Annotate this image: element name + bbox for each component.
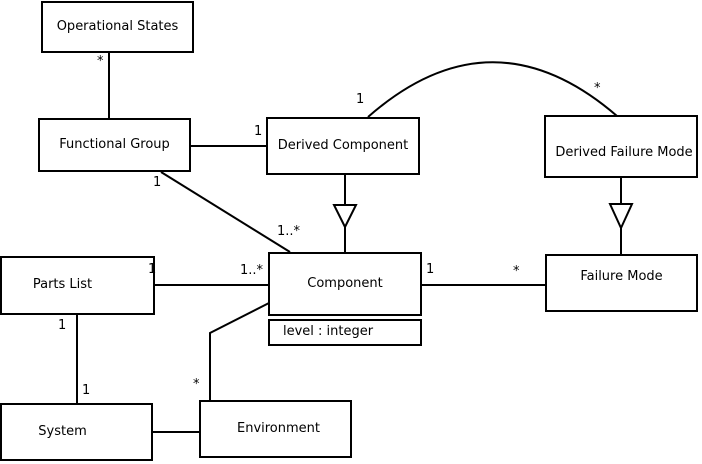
- class-box-system: System: [0, 403, 153, 461]
- class-box-functional-group: Functional Group: [38, 118, 191, 172]
- multiplicity-parts-list-component-comp-end: 1..*: [240, 263, 264, 278]
- multiplicity-parts-list-system-pl-end: 1: [58, 318, 67, 333]
- class-box-failure-mode: Failure Mode: [545, 254, 698, 312]
- class-box-parts-list: Parts List: [0, 256, 155, 315]
- multiplicity-parts-list-system-sys-end: 1: [82, 383, 91, 398]
- class-box-environment: Environment: [199, 400, 352, 458]
- multiplicity-environment-component-env-end: *: [193, 377, 200, 392]
- class-label-component: Component: [307, 275, 383, 291]
- multiplicity-component-failure-mode-comp-end: 1: [426, 262, 435, 277]
- class-box-derived-component: Derived Component: [266, 117, 420, 175]
- class-label-derived-component: Derived Component: [277, 137, 409, 153]
- edge-environment-component: [209, 302, 270, 400]
- multiplicity-parts-list-component-pl-end: 1: [148, 262, 157, 277]
- multiplicity-operational-states-end: *: [97, 54, 104, 69]
- class-label-functional-group: Functional Group: [59, 136, 170, 152]
- class-label-operational-states: Operational States: [56, 18, 179, 34]
- class-label-parts-list: Parts List: [32, 277, 93, 293]
- generalization-triangle-icon-derived-component: [332, 204, 358, 230]
- class-box-derived-failure-mode: Derived Failure Mode: [544, 115, 698, 178]
- edge-functional-group-component: [160, 171, 291, 253]
- class-attribute-compartment-component: level : integer: [268, 319, 422, 346]
- class-label-system: System: [38, 423, 87, 439]
- class-label-derived-failure-mode: Derived Failure Mode: [555, 145, 693, 161]
- multiplicity-arc-derived-component-end: 1: [356, 92, 365, 107]
- attribute-label-component-level: level : integer: [283, 324, 374, 340]
- multiplicity-functional-group-derived-component-end: 1: [254, 124, 263, 139]
- generalization-triangle-icon-derived-failure-mode: [608, 203, 634, 231]
- multiplicity-functional-group-component-comp-end: 1..*: [277, 224, 301, 239]
- class-label-failure-mode: Failure Mode: [580, 268, 663, 284]
- edge-derived-component-derived-failure-mode-arc: [367, 61, 618, 118]
- multiplicity-component-failure-mode-fm-end: *: [513, 264, 520, 279]
- class-box-component: Component: [268, 252, 422, 316]
- multiplicity-functional-group-component-fg-end: 1: [153, 175, 162, 190]
- class-box-operational-states: Operational States: [41, 1, 194, 53]
- multiplicity-arc-derived-failure-mode-end: *: [594, 81, 601, 96]
- class-label-environment: Environment: [236, 420, 320, 436]
